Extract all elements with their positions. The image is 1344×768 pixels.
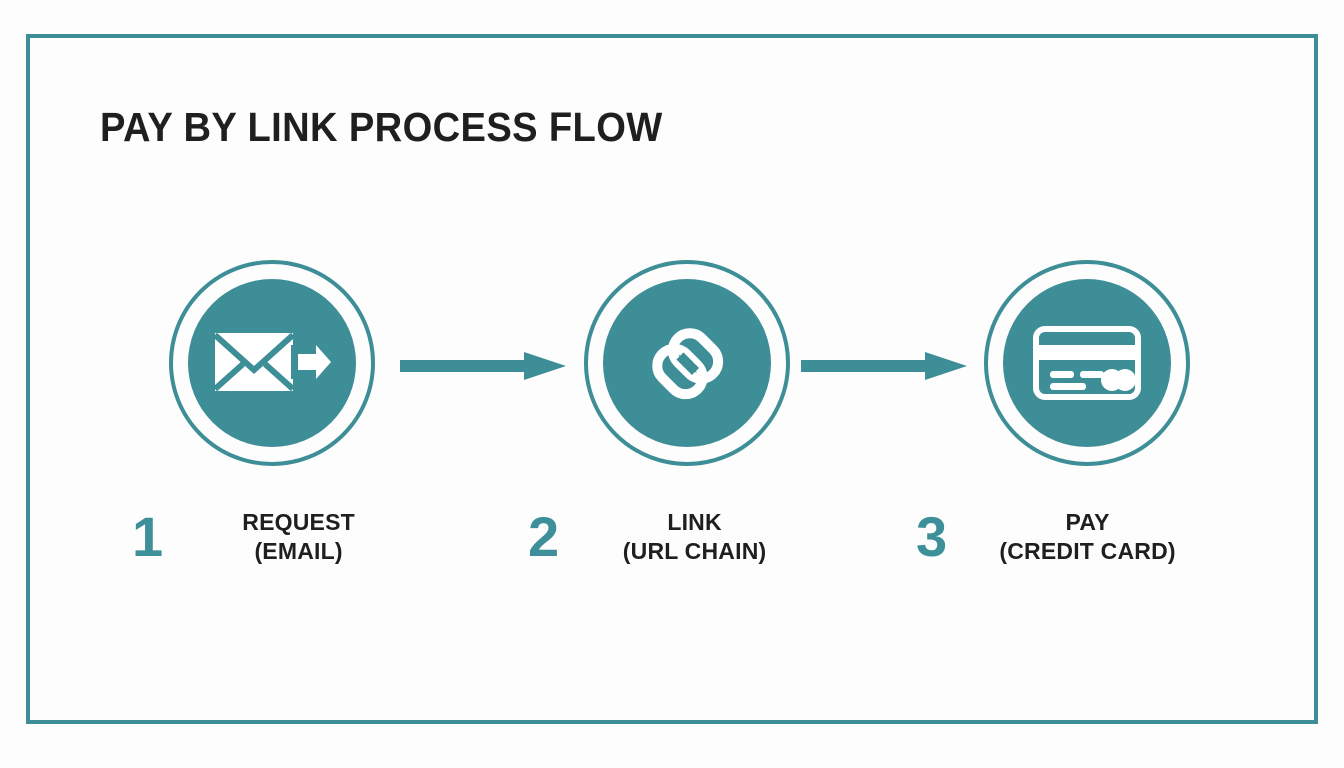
step-number-2: 2 [528, 505, 560, 568]
step-number-3: 3 [916, 505, 948, 568]
step-label-2-line2: (URL CHAIN) [622, 538, 767, 564]
step-number-1: 1 [132, 505, 164, 568]
step-label-1-line2: (EMAIL) [254, 538, 343, 564]
page-title: PAY BY LINK PROCESS FLOW [100, 104, 663, 150]
step-label-3: PAY (CREDIT CARD) [959, 508, 1216, 566]
step-caption-2: 2 LINK (URL CHAIN) [528, 500, 818, 574]
step-label-2: LINK (URL CHAIN) [571, 508, 818, 566]
step-label-1-line1: REQUEST [242, 508, 355, 535]
step-disc-3 [1003, 279, 1171, 447]
step-caption-1: 1 REQUEST (EMAIL) [132, 500, 422, 574]
step-ring-3 [984, 260, 1190, 466]
step-label-3-line2: (CREDIT CARD) [999, 538, 1176, 564]
step-node-2[interactable] [584, 260, 790, 466]
step-ring-2 [584, 260, 790, 466]
step-node-3[interactable] [984, 260, 1190, 466]
step-node-1[interactable] [169, 260, 375, 466]
step-ring-1 [169, 260, 375, 466]
step-label-3-line1: PAY [1065, 508, 1110, 535]
arrow-right-icon-2 [801, 348, 967, 384]
step-label-2-line1: LINK [667, 508, 722, 535]
envelope-send-icon [188, 279, 356, 447]
step-label-1: REQUEST (EMAIL) [175, 508, 422, 566]
step-caption-3: 3 PAY (CREDIT CARD) [916, 500, 1216, 574]
credit-card-icon [1003, 279, 1171, 447]
chain-link-icon [603, 279, 771, 447]
arrow-right-icon-1 [400, 348, 566, 384]
